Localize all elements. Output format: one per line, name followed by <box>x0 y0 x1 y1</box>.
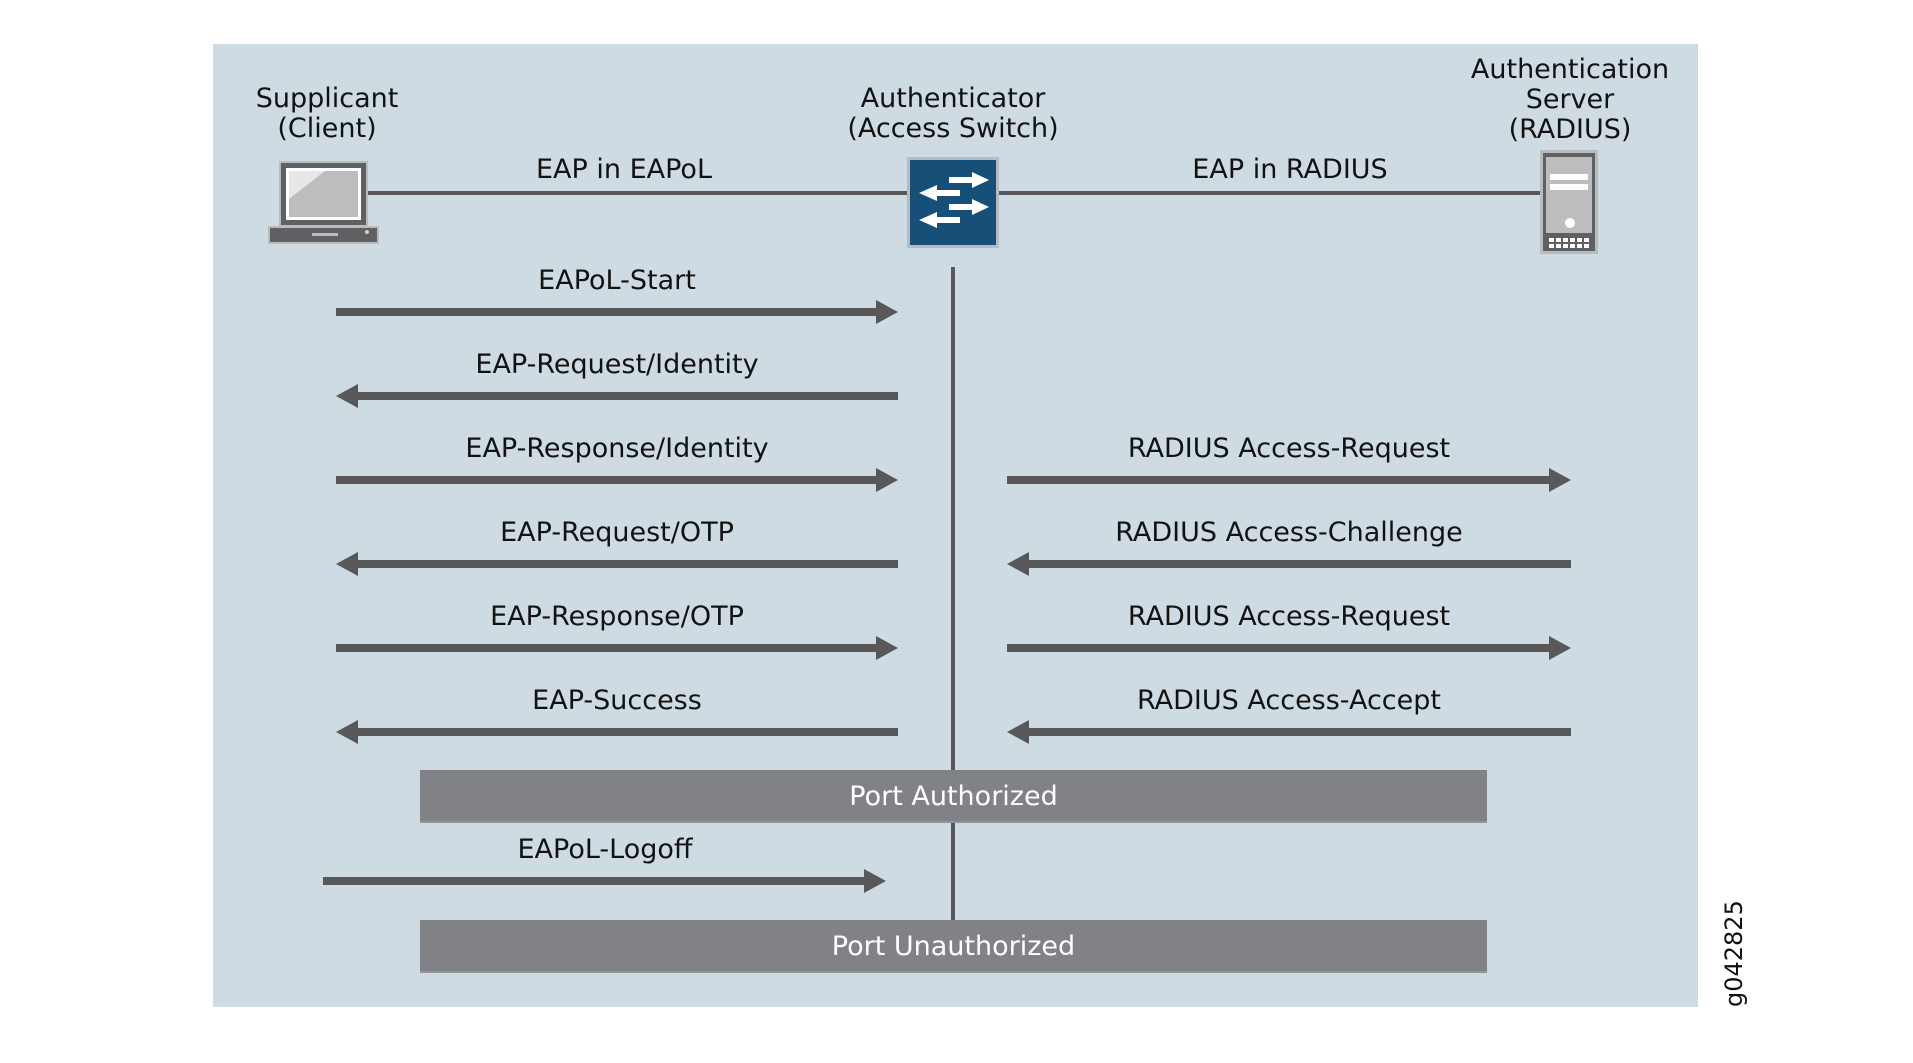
arrow-head <box>336 720 358 744</box>
server-icon <box>1540 150 1598 254</box>
server-vent <box>1584 238 1589 242</box>
arrow-head <box>336 384 358 408</box>
arrow-head <box>336 552 358 576</box>
message-arrow <box>1007 720 1571 744</box>
arrow-head <box>876 300 898 324</box>
arrow-shaft <box>336 476 877 484</box>
server-vent <box>1556 238 1561 242</box>
message-label: EAP-Request/Identity <box>475 349 759 380</box>
eapol-link-label: EAP in EAPoL <box>535 154 713 185</box>
message-arrow <box>336 636 898 660</box>
arrow-head <box>864 869 886 893</box>
arrow-shaft <box>1007 644 1550 652</box>
figure-id: g042825 <box>1720 900 1748 1007</box>
arrow-shaft <box>357 392 898 400</box>
server-vent <box>1570 244 1575 248</box>
message-label: RADIUS Access-Challenge <box>1115 517 1463 548</box>
message-label: EAP-Request/OTP <box>500 517 734 548</box>
arrow-head <box>1007 552 1029 576</box>
arrow-shaft <box>357 560 898 568</box>
message-label: EAPoL-Logoff <box>517 834 693 865</box>
server-vent <box>1570 238 1575 242</box>
message-label: EAP-Response/OTP <box>490 601 744 632</box>
supplicant-label: Supplicant (Client) <box>255 83 399 144</box>
port-authorized-bar: Port Authorized <box>420 770 1487 823</box>
arrow-shaft <box>1028 728 1571 736</box>
server-vent <box>1584 244 1589 248</box>
laptop-icon <box>268 161 379 244</box>
message-label: EAPoL-Start <box>538 265 696 296</box>
authenticator-label: Authenticator (Access Switch) <box>847 83 1059 144</box>
message-label: EAP-Response/Identity <box>465 433 769 464</box>
server-vent <box>1556 244 1561 248</box>
radius-link-label: EAP in RADIUS <box>1192 154 1388 185</box>
arrow-shaft <box>357 728 898 736</box>
arrow-shaft <box>1028 560 1571 568</box>
arrow-head <box>1007 720 1029 744</box>
message-arrow <box>336 468 898 492</box>
message-arrow <box>1007 468 1571 492</box>
message-arrow <box>336 384 898 408</box>
message-arrow <box>323 869 886 893</box>
arrow-head <box>876 636 898 660</box>
server-vent <box>1563 244 1568 248</box>
switch-icon <box>907 157 999 248</box>
server-vent <box>1563 238 1568 242</box>
arrow-head <box>876 468 898 492</box>
server-vent <box>1549 238 1554 242</box>
message-arrow <box>1007 552 1571 576</box>
arrow-shaft <box>336 644 877 652</box>
message-label: EAP-Success <box>532 685 702 716</box>
arrow-shaft <box>336 308 877 316</box>
port-unauthorized-bar: Port Unauthorized <box>420 920 1487 973</box>
server-vent <box>1549 244 1554 248</box>
message-label: RADIUS Access-Request <box>1127 601 1451 632</box>
server-label: Authentication Server (RADIUS) <box>1470 54 1670 145</box>
message-arrow <box>336 552 898 576</box>
message-label: RADIUS Access-Accept <box>1137 685 1441 716</box>
arrow-head <box>1549 636 1571 660</box>
arrow-shaft <box>1007 476 1550 484</box>
server-vent <box>1577 244 1582 248</box>
message-arrow <box>336 300 898 324</box>
message-label: RADIUS Access-Request <box>1127 433 1451 464</box>
message-arrow <box>336 720 898 744</box>
server-vent <box>1577 238 1582 242</box>
arrow-head <box>1549 468 1571 492</box>
message-arrow <box>1007 636 1571 660</box>
arrow-shaft <box>323 877 865 885</box>
